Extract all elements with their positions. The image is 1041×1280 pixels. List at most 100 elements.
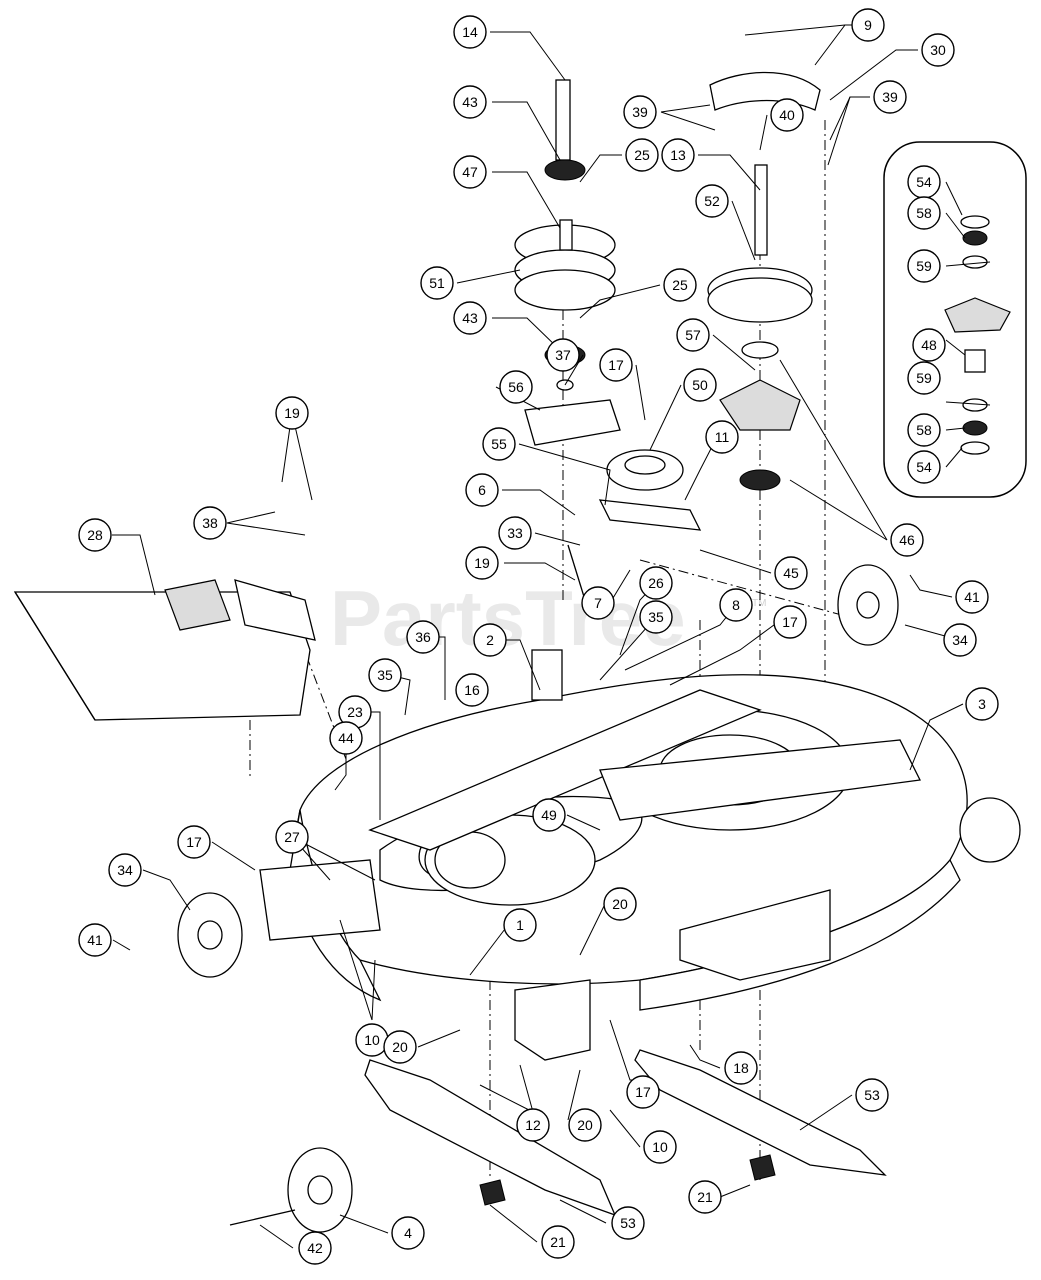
callout-number: 26	[648, 575, 664, 591]
callout-circle	[719, 588, 753, 622]
callout-48: 48	[912, 328, 946, 362]
callout-26: 26	[639, 566, 673, 600]
callout-number: 1	[516, 917, 524, 933]
callout-number: 28	[87, 527, 103, 543]
callout-44: 44	[329, 721, 363, 755]
callout-54: 54	[907, 165, 941, 199]
callout-circle	[626, 1075, 660, 1109]
callout-number: 39	[882, 89, 898, 105]
spindle-assemblies	[514, 71, 821, 491]
callout-number: 21	[697, 1189, 713, 1205]
callout-circle	[532, 798, 566, 832]
callout-number: 4	[404, 1225, 412, 1241]
callout-circle	[921, 33, 955, 67]
callout-circle	[546, 338, 580, 372]
callout-number: 12	[525, 1117, 541, 1133]
callout-circle	[623, 95, 657, 129]
callout-number: 38	[202, 515, 218, 531]
callout-number: 34	[952, 632, 968, 648]
callout-number: 36	[415, 629, 431, 645]
callout-circle	[643, 1130, 677, 1164]
callout-circle	[455, 673, 489, 707]
callout-52: 52	[695, 184, 729, 218]
callout-54: 54	[907, 450, 941, 484]
leader-lines	[112, 24, 991, 1249]
inset-spindle-box	[883, 141, 1027, 498]
callout-circle	[482, 427, 516, 461]
callout-53: 53	[611, 1206, 645, 1240]
callout-13: 13	[661, 138, 695, 172]
callout-circle	[298, 1231, 332, 1265]
callout-35: 35	[368, 658, 402, 692]
callout-25: 25	[663, 268, 697, 302]
callout-circle	[683, 368, 717, 402]
callout-number: 17	[186, 834, 202, 850]
callout-circle	[724, 1051, 758, 1085]
callout-6: 6	[465, 473, 499, 507]
callout-circle	[611, 1206, 645, 1240]
callout-number: 57	[685, 327, 701, 343]
callout-circle	[177, 825, 211, 859]
callout-58: 58	[907, 196, 941, 230]
callout-circle	[275, 396, 309, 430]
callout-10: 10	[355, 1023, 389, 1057]
callout-7: 7	[581, 586, 615, 620]
callout-circle	[108, 853, 142, 887]
callout-circle	[406, 620, 440, 654]
callout-19: 19	[275, 396, 309, 430]
callout-40: 40	[770, 98, 804, 132]
callout-circle	[912, 328, 946, 362]
callout-circle	[943, 623, 977, 657]
callout-circle	[663, 268, 697, 302]
callout-circle	[639, 600, 673, 634]
callout-circle	[473, 623, 507, 657]
callout-circle	[420, 266, 454, 300]
callout-10: 10	[643, 1130, 677, 1164]
callout-16: 16	[455, 673, 489, 707]
callout-number: 39	[632, 104, 648, 120]
callout-4: 4	[391, 1216, 425, 1250]
callout-circle	[383, 1030, 417, 1064]
callout-circle	[625, 138, 659, 172]
callout-19: 19	[465, 546, 499, 580]
callout-number: 46	[899, 532, 915, 548]
callout-30: 30	[921, 33, 955, 67]
callout-21: 21	[541, 1225, 575, 1259]
callout-circle	[907, 361, 941, 395]
callout-47: 47	[453, 155, 487, 189]
callout-number: 44	[338, 730, 354, 746]
callout-2: 2	[473, 623, 507, 657]
callout-number: 6	[478, 482, 486, 498]
callout-number: 37	[555, 347, 571, 363]
callout-circle	[907, 413, 941, 447]
callout-number: 43	[462, 310, 478, 326]
callout-34: 34	[108, 853, 142, 887]
callout-circle	[78, 923, 112, 957]
callout-number: 59	[916, 258, 932, 274]
callout-circle	[770, 98, 804, 132]
callout-25: 25	[625, 138, 659, 172]
callout-number: 52	[704, 193, 720, 209]
callout-21: 21	[688, 1180, 722, 1214]
callout-20: 20	[383, 1030, 417, 1064]
callout-circle	[676, 318, 710, 352]
callout-number: 40	[779, 107, 795, 123]
callout-number: 30	[930, 42, 946, 58]
callout-circle	[465, 546, 499, 580]
callout-circle	[599, 348, 633, 382]
partstree-watermark: PartsTree TM	[330, 574, 766, 662]
callout-number: 2	[486, 632, 494, 648]
callout-number: 16	[464, 682, 480, 698]
callout-43: 43	[453, 301, 487, 335]
mower-deck-housing	[259, 674, 968, 1061]
callout-number: 34	[117, 862, 133, 878]
callout-circle	[774, 556, 808, 590]
callout-59: 59	[907, 249, 941, 283]
callout-46: 46	[890, 523, 924, 557]
callout-circle	[193, 506, 227, 540]
callout-circle	[78, 518, 112, 552]
callout-number: 43	[462, 94, 478, 110]
callout-number: 47	[462, 164, 478, 180]
callout-37: 37	[546, 338, 580, 372]
